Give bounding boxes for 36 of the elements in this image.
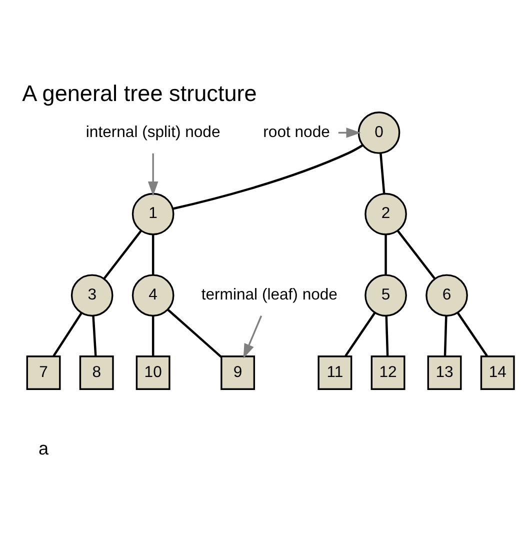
arrow (243, 315, 262, 358)
connector (384, 234, 387, 274)
connector (385, 315, 389, 356)
node-text: root node (263, 123, 330, 140)
connector (152, 234, 154, 274)
node-box: 8 (79, 355, 114, 390)
connector (152, 315, 154, 356)
node-box: 12 (370, 355, 406, 390)
connector (52, 312, 82, 356)
node-circle: 3 (70, 274, 114, 316)
node-box: 9 (220, 355, 256, 390)
node-text: terminal (leaf) node (201, 286, 338, 304)
label: a (38, 438, 49, 458)
node-text: internal (split) node (86, 123, 220, 140)
node-box: 13 (427, 355, 462, 390)
node-box: 14 (480, 355, 515, 390)
connector (103, 230, 142, 279)
connector (444, 315, 448, 356)
node-box: 11 (318, 355, 352, 390)
connector (167, 308, 222, 358)
node-circle: 5 (364, 274, 407, 316)
connector (396, 230, 436, 279)
node-circle: 1 (132, 192, 174, 235)
node-circle: 0 (358, 111, 400, 154)
arrow (148, 152, 158, 196)
node-circle: 6 (426, 274, 468, 316)
connector (172, 144, 364, 210)
connector (92, 315, 97, 356)
connector (456, 312, 488, 356)
node-circle: 4 (132, 274, 174, 316)
node-box: 10 (136, 355, 170, 390)
connector (380, 152, 386, 194)
node-box: 7 (26, 355, 61, 390)
node-circle: 2 (364, 192, 407, 235)
diagram-title: A general tree structure (22, 80, 257, 106)
connector (344, 312, 376, 356)
